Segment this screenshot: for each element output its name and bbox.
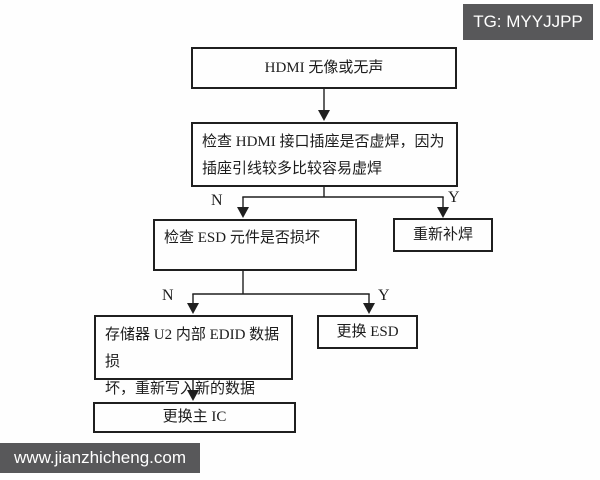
- node-resolder: 重新补焊: [393, 218, 493, 252]
- node-replace-esd: 更换 ESD: [317, 315, 418, 349]
- telegram-watermark-badge: TG: MYYJJPP: [463, 4, 593, 40]
- node-check-esd-components: 检查 ESD 元件是否损坏: [153, 219, 357, 271]
- branch-label-esd-no: N: [162, 287, 174, 304]
- website-watermark-badge: www.jianzhicheng.com: [0, 443, 200, 473]
- branch-label-esd-yes: Y: [378, 287, 390, 304]
- arrowhead-into-replaceic: [187, 390, 199, 401]
- node-text-line2: 坏，重新写入新的数据: [105, 381, 256, 397]
- arrowhead-into-rewriteedid: [187, 303, 199, 314]
- arrowhead-into-checkesd: [237, 207, 249, 218]
- node-hdmi-no-image-or-sound: HDMI 无像或无声: [191, 47, 457, 89]
- node-replace-main-ic: 更换主 IC: [93, 402, 296, 433]
- node-rewrite-edid-data: 存储器 U2 内部 EDID 数据损 坏，重新写入新的数据: [94, 315, 293, 397]
- node-text: 重新补焊: [412, 226, 473, 243]
- node-text: HDMI 无像或无声: [264, 59, 384, 76]
- node-text-line2: 插座引线较多比较容易虚焊: [202, 161, 383, 177]
- node-text-line1: 检查 HDMI 接口插座是否虚焊，因为: [202, 134, 445, 150]
- node-text: 检查 ESD 元件是否损坏: [164, 230, 320, 246]
- node-check-hdmi-socket: 检查 HDMI 接口插座是否虚焊，因为 插座引线较多比较容易虚焊: [191, 122, 458, 187]
- node-text: 更换主 IC: [162, 409, 227, 425]
- arrowhead-into-resolder: [437, 207, 449, 218]
- arrowhead-into-checkhdmi: [318, 110, 330, 121]
- arrowhead-into-replaceesd: [363, 303, 375, 314]
- branch-label-hdmi-no: N: [211, 192, 223, 209]
- node-text-line1: 存储器 U2 内部 EDID 数据损: [105, 327, 280, 370]
- branch-label-hdmi-yes: Y: [448, 189, 460, 206]
- node-text: 更换 ESD: [336, 323, 399, 340]
